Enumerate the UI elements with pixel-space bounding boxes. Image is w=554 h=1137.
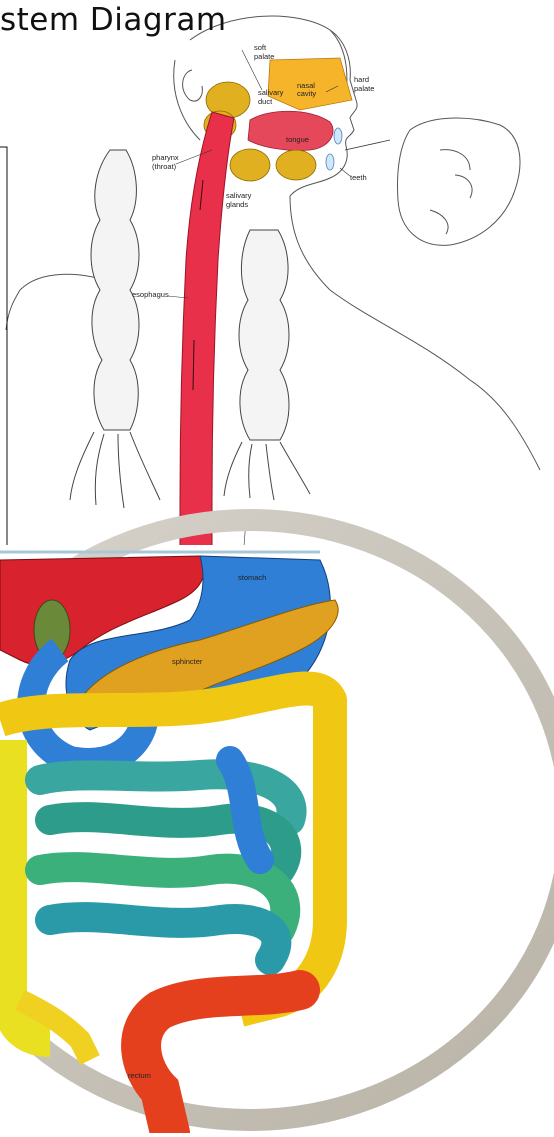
label-pharynx-1: pharynx (152, 153, 179, 162)
label-rectum: rectum (128, 1071, 151, 1080)
label-soft-palate-1: soft (254, 43, 267, 52)
esophagus-tube (180, 112, 234, 555)
label-salivary-glands-1: salivary (226, 191, 252, 200)
label-soft-palate-2: palate (254, 52, 274, 61)
label-nasal-cavity-2: cavity (297, 89, 316, 98)
label-hard-palate-1: hard (354, 75, 369, 84)
label-salivary-duct-2: duct (258, 97, 273, 106)
food-arrow (345, 140, 390, 150)
label-salivary-glands-2: glands (226, 200, 248, 209)
label-tongue: tongue (286, 135, 309, 144)
label-pharynx-2: (throat) (152, 162, 177, 171)
left-braid (70, 150, 160, 508)
label-stomach: stomach (238, 573, 266, 582)
small-intestine (40, 760, 292, 960)
slide-title: stem Diagram (0, 2, 227, 38)
tongue (248, 111, 333, 150)
label-teeth: teeth (350, 173, 367, 182)
hand-outline (398, 118, 521, 245)
label-hard-palate-2: palate (354, 84, 374, 93)
label-sphincter-lower: sphincter (172, 657, 203, 666)
label-esophagus: esophagus (132, 290, 169, 299)
right-braid (224, 230, 310, 500)
